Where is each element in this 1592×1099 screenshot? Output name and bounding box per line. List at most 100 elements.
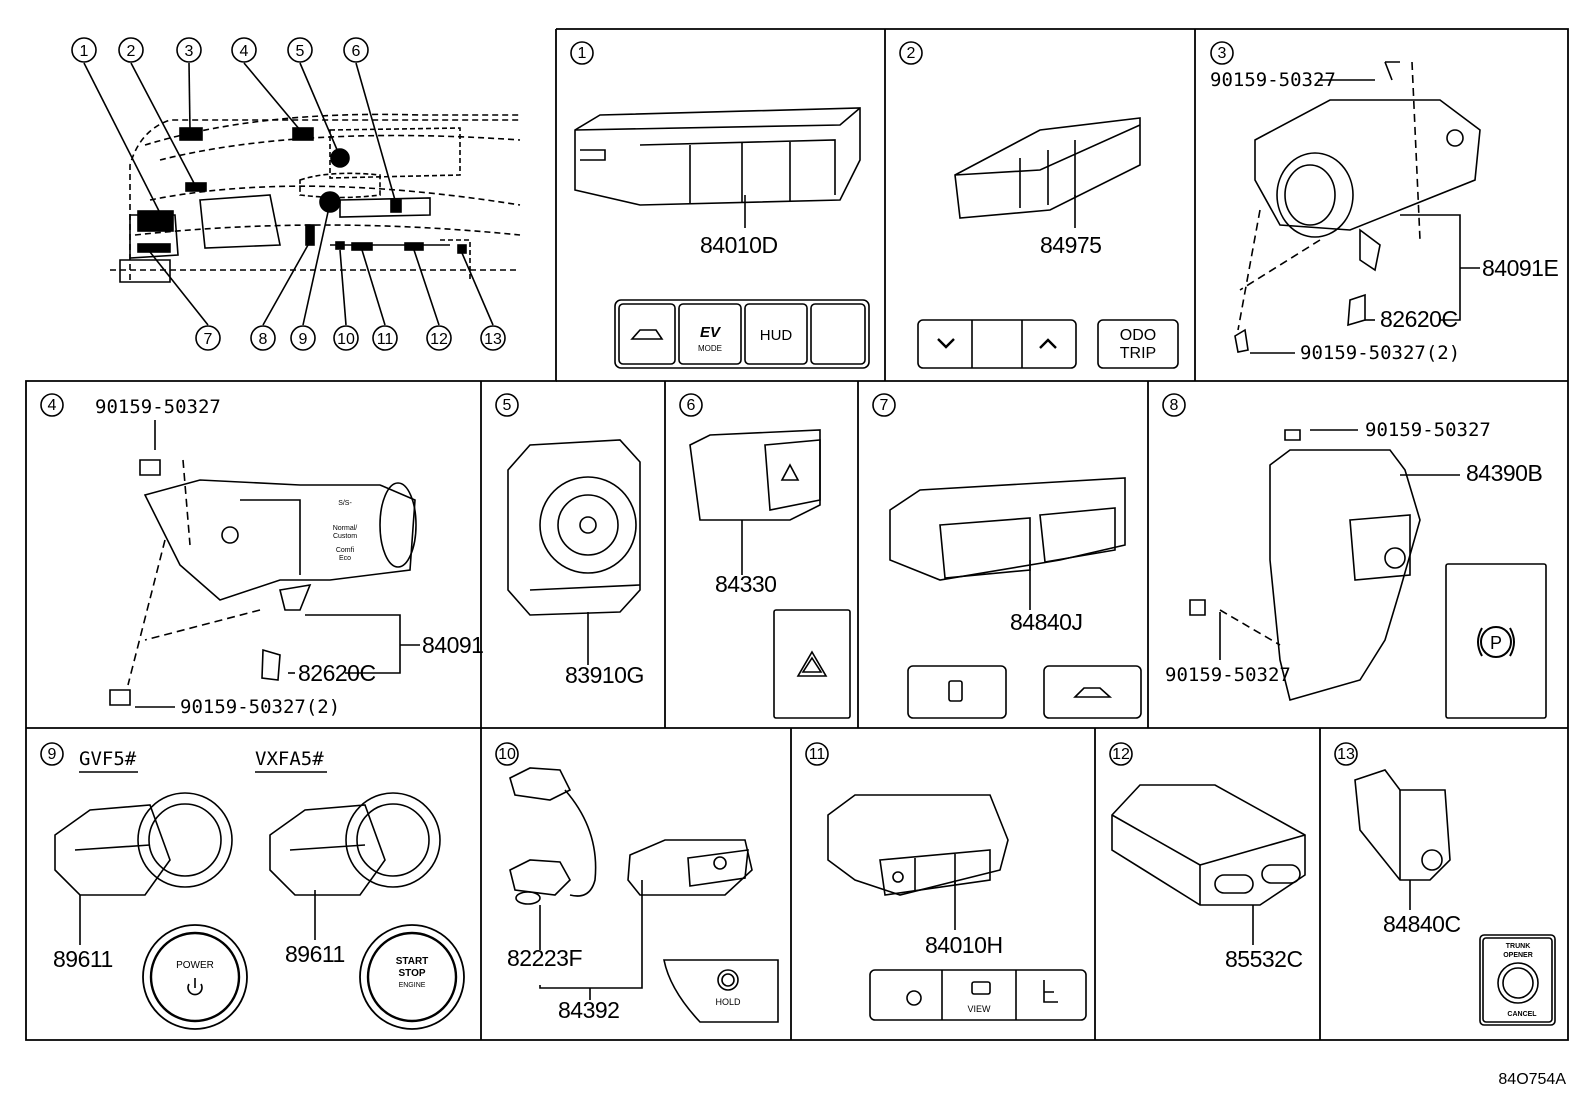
hazard-button-icon xyxy=(773,609,851,719)
svg-text:GVF5#: GVF5# xyxy=(79,748,137,770)
trunk-opener-84840c-drawing xyxy=(1354,769,1451,881)
svg-text:5: 5 xyxy=(296,43,305,60)
part-number-90159-50327: 90159-50327 xyxy=(1165,664,1291,686)
svg-text:STOP: STOP xyxy=(398,968,425,979)
svg-text:3: 3 xyxy=(1218,45,1227,62)
figure-code: 84O754A xyxy=(1498,1071,1566,1088)
svg-text:7: 7 xyxy=(880,397,889,414)
part-number-84392: 84392 xyxy=(558,997,619,1023)
svg-text:ENGINE: ENGINE xyxy=(399,982,426,989)
hazard-switch-84330-drawing xyxy=(689,429,821,521)
svg-text:11: 11 xyxy=(809,746,826,763)
part-number-90159-50327: 90159-50327 xyxy=(1210,69,1336,91)
part-number-84010H: 84010H xyxy=(925,932,1003,958)
button-row-84840j xyxy=(907,665,1142,719)
svg-text:CANCEL: CANCEL xyxy=(1507,1011,1537,1018)
svg-text:6: 6 xyxy=(352,43,361,60)
svg-text:POWER: POWER xyxy=(176,960,214,971)
start-stop-button-icon xyxy=(359,924,465,1030)
icon-labels: EV MODE HUD ODO TRIP POWER START STOP EN… xyxy=(176,324,1537,1018)
part-number-84840J: 84840J xyxy=(1010,609,1082,635)
svg-text:Custom: Custom xyxy=(333,533,357,540)
leaders-panel-4 xyxy=(127,420,420,708)
svg-text:Normal/: Normal/ xyxy=(333,525,358,532)
switch-84840j-drawing xyxy=(889,477,1126,581)
part-number-84975: 84975 xyxy=(1040,232,1101,258)
leaders-panel-8 xyxy=(1219,429,1460,660)
part-number-89611: 89611 xyxy=(53,946,113,972)
panel-numbers: 1 2 3 4 5 6 7 8 9 10 11 12 13 xyxy=(48,45,1355,763)
svg-text:1: 1 xyxy=(80,43,89,60)
part-number-83910G: 83910G xyxy=(565,662,644,688)
part-number-90159-50327: 90159-50327 xyxy=(1365,419,1491,441)
part-number-84091E: 84091E xyxy=(1482,255,1558,281)
part-number-82620C: 82620C xyxy=(1380,306,1458,332)
locator-callouts xyxy=(71,37,506,351)
part-number-84840C: 84840C xyxy=(1383,911,1461,937)
svg-text:ODO: ODO xyxy=(1120,327,1156,344)
part-number-89611: 89611 xyxy=(285,941,345,967)
knob-84091-drawing xyxy=(109,459,417,706)
button-row-84975 xyxy=(917,319,1179,369)
svg-text:OPENER: OPENER xyxy=(1503,952,1533,959)
svg-text:12: 12 xyxy=(1112,746,1130,763)
part-number-84010D: 84010D xyxy=(700,232,778,258)
svg-text:TRUNK: TRUNK xyxy=(1506,943,1531,950)
svg-text:HOLD: HOLD xyxy=(715,997,741,1007)
svg-text:10: 10 xyxy=(498,746,516,763)
svg-text:11: 11 xyxy=(377,331,394,348)
knob-84091e-drawing xyxy=(1234,61,1481,353)
svg-text:9: 9 xyxy=(299,331,308,348)
power-switch-gvf5-drawing xyxy=(54,792,233,896)
knob-labels: S/S- Normal/ Custom Comfi Eco xyxy=(333,500,358,562)
svg-text:EV: EV xyxy=(700,324,722,341)
svg-text:8: 8 xyxy=(1170,397,1179,414)
part-number-90159-50327-2: 90159-50327(2) xyxy=(180,696,340,718)
part-number-84390B: 84390B xyxy=(1466,460,1542,486)
button-row-84010h xyxy=(869,969,1087,1021)
switch-84975-drawing xyxy=(954,117,1141,219)
combination-switch-83910g-drawing xyxy=(507,439,641,616)
svg-text:4: 4 xyxy=(48,397,57,414)
svg-text:Eco: Eco xyxy=(339,555,351,562)
svg-text:4: 4 xyxy=(240,43,249,60)
svg-text:3: 3 xyxy=(185,43,194,60)
usb-port-85532c-drawing xyxy=(1111,784,1306,906)
part-number-90159-50327: 90159-50327 xyxy=(95,396,221,418)
panel-number-circles xyxy=(40,41,1358,766)
variant-labels: GVF5# VXFA5# xyxy=(79,748,327,773)
switch-84010d-drawing xyxy=(574,107,861,206)
brake-hold-84392-drawing xyxy=(509,767,779,1023)
start-switch-vxfa5-drawing xyxy=(269,792,441,896)
trunk-opener-button-icon xyxy=(1479,934,1556,1026)
switch-84010h-drawing xyxy=(827,794,1009,896)
part-number-85532C: 85532C xyxy=(1225,946,1303,972)
svg-text:13: 13 xyxy=(1337,746,1355,763)
locator-dashboard xyxy=(83,62,521,326)
locator-callout-numbers: 1 2 3 4 5 6 7 8 9 10 11 12 13 xyxy=(80,43,502,348)
svg-text:VXFA5#: VXFA5# xyxy=(255,748,324,770)
svg-text:13: 13 xyxy=(484,331,502,348)
parking-brake-icon: P xyxy=(1490,633,1502,653)
svg-text:VIEW: VIEW xyxy=(967,1004,991,1014)
part-number-82223F: 82223F xyxy=(507,945,582,971)
svg-text:HUD: HUD xyxy=(760,327,793,344)
svg-text:S/S-: S/S- xyxy=(338,500,352,507)
svg-text:START: START xyxy=(396,956,429,967)
svg-text:9: 9 xyxy=(48,746,57,763)
svg-text:TRIP: TRIP xyxy=(1120,345,1156,362)
part-number-84091: 84091 xyxy=(422,632,483,658)
button-row-84010d xyxy=(614,299,870,369)
svg-text:5: 5 xyxy=(503,397,512,414)
svg-text:2: 2 xyxy=(127,43,136,60)
leaders-panel-3 xyxy=(1237,61,1480,354)
svg-text:8: 8 xyxy=(259,331,268,348)
leaders-panel-10 xyxy=(539,880,643,1000)
svg-text:10: 10 xyxy=(337,331,355,348)
svg-text:6: 6 xyxy=(687,397,696,414)
panel-grid xyxy=(25,28,1569,1041)
power-button-icon xyxy=(142,924,248,1030)
svg-text:MODE: MODE xyxy=(698,344,722,353)
svg-text:Comfi: Comfi xyxy=(336,547,355,554)
